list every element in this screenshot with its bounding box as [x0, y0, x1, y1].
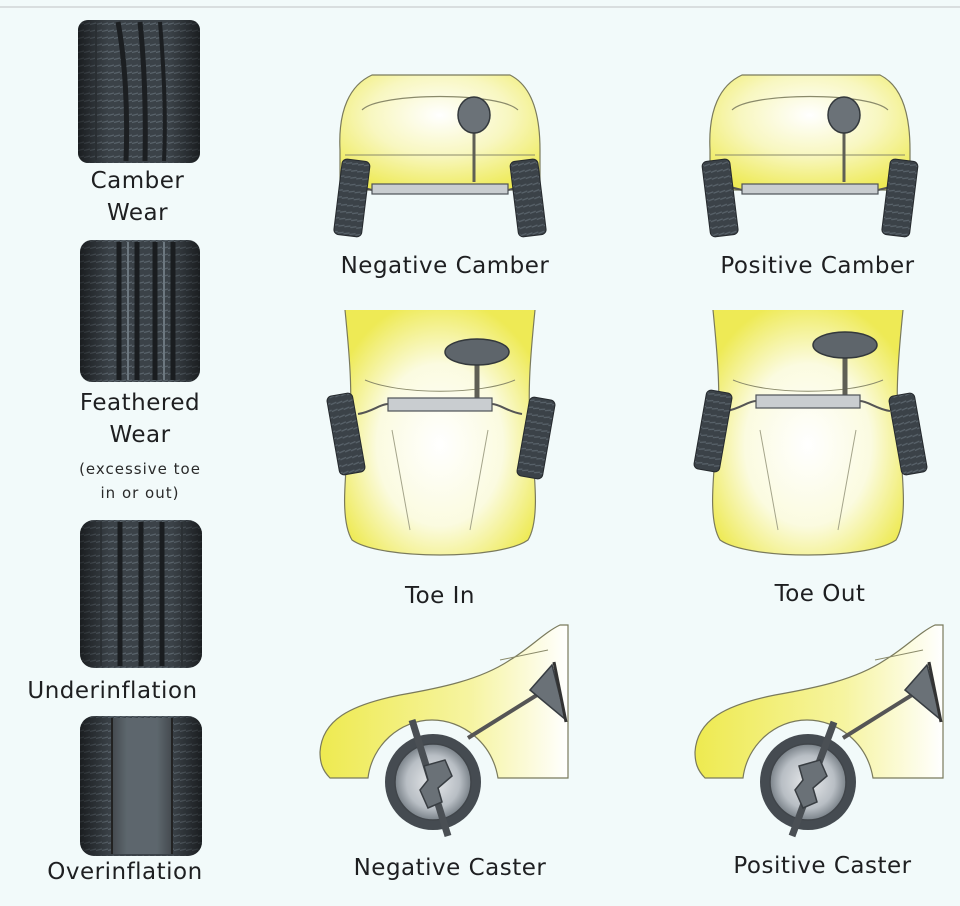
negative-camber-label: Negative Camber	[340, 253, 550, 279]
camber-wear-label: Camber Wear	[40, 165, 235, 229]
toe-in-car-icon	[326, 309, 556, 556]
overinflation-tire-icon	[80, 716, 202, 856]
negative-camber-car-icon	[333, 74, 547, 238]
toe-out-label: Toe Out	[774, 581, 866, 607]
camber-wear-line-1: Camber	[90, 168, 185, 194]
negative-caster-car-icon	[319, 624, 569, 838]
toe-out-car-icon	[693, 309, 928, 556]
feathered-note-line-1: (excessive toe	[79, 460, 201, 478]
underinflation-tire-icon	[80, 520, 202, 668]
positive-caster-car-icon	[694, 624, 944, 838]
feathered-wear-line-2: Wear	[109, 422, 171, 448]
camber-wear-tire-icon	[78, 20, 200, 163]
negative-caster-label: Negative Caster	[353, 855, 547, 881]
positive-camber-label: Positive Camber	[720, 253, 915, 279]
overinflation-label: Overinflation	[47, 859, 203, 885]
feathered-wear-label: Feathered Wear	[20, 387, 260, 451]
top-divider	[0, 6, 960, 8]
positive-camber-car-icon	[701, 74, 919, 238]
feathered-wear-line-1: Feathered	[79, 390, 201, 416]
underinflation-label: Underinflation	[27, 678, 198, 704]
camber-wear-line-2: Wear	[106, 200, 169, 226]
positive-caster-label: Positive Caster	[733, 853, 912, 879]
feathered-wear-note: (excessive toe in or out)	[20, 457, 260, 505]
toe-in-label: Toe In	[404, 583, 476, 609]
feathered-wear-tire-icon	[80, 240, 200, 382]
feathered-note-line-2: in or out)	[100, 484, 180, 502]
